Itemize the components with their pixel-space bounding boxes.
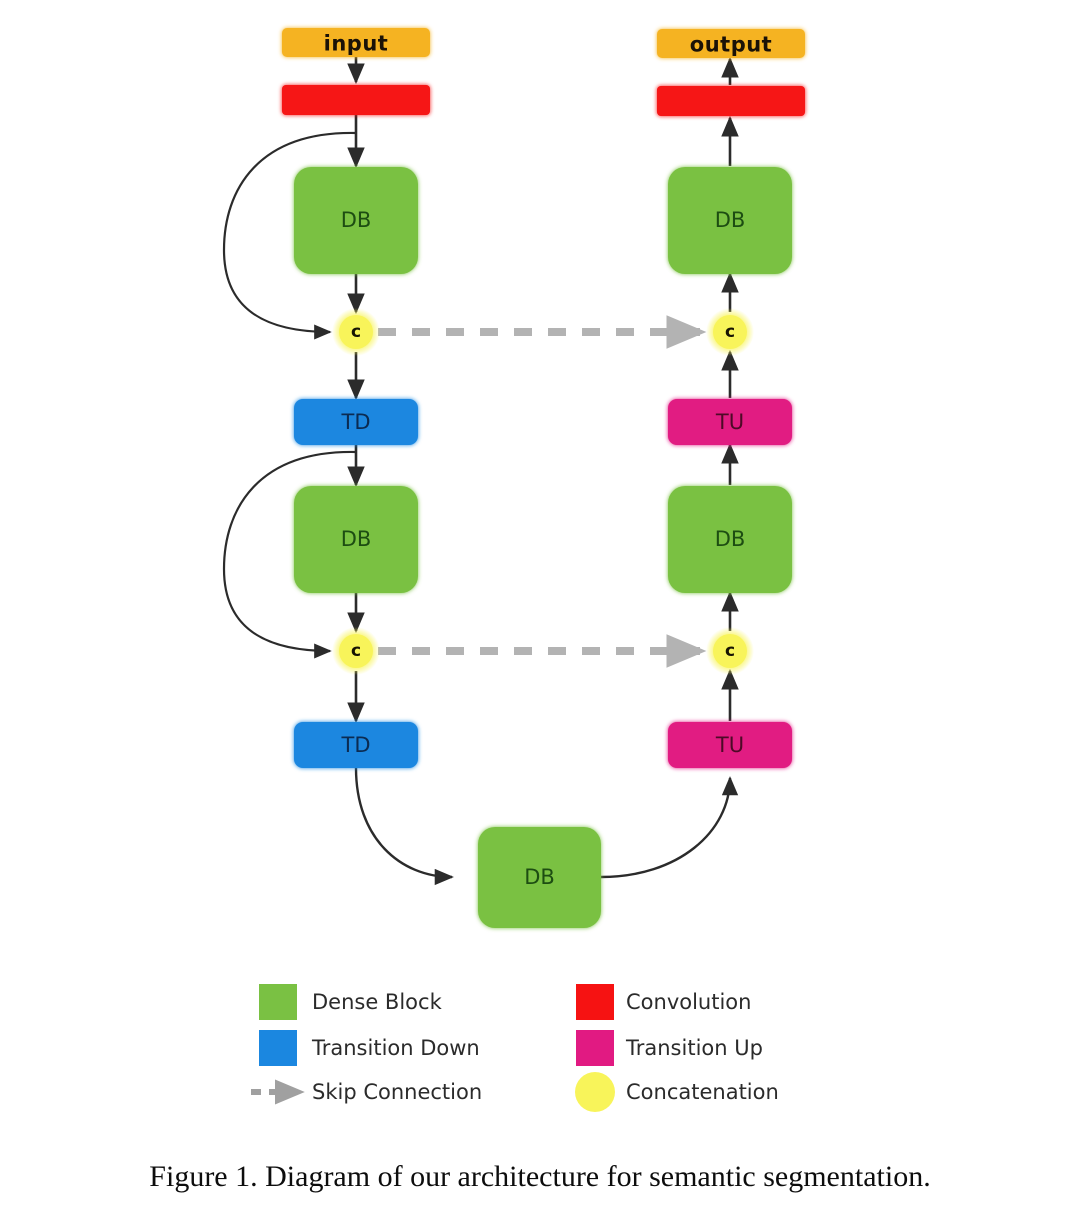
dense-block-box[interactable] — [294, 486, 418, 593]
dense-block-encoder-2[interactable]: DB — [294, 486, 418, 593]
input-node[interactable]: input — [282, 28, 430, 57]
legend-item-transition-up: Transition Up — [576, 1030, 763, 1066]
transition-down-box[interactable] — [294, 722, 418, 768]
concatenation-node-encoder-1[interactable]: c — [332, 308, 380, 356]
legend-label-transition-up: Transition Up — [625, 1036, 763, 1060]
transition-up-box[interactable] — [668, 722, 792, 768]
legend-label-dense-block: Dense Block — [312, 990, 443, 1014]
input-label: input — [324, 32, 389, 56]
output-node[interactable]: output — [657, 29, 805, 58]
concatenation-node-decoder-1[interactable]: c — [706, 308, 754, 356]
legend: Dense Block Transition Down Skip Connect… — [251, 984, 779, 1112]
dense-block-box[interactable] — [478, 827, 601, 928]
bottleneck-curve-group — [354, 767, 739, 886]
concatenation-label: c — [725, 641, 735, 661]
legend-label-concatenation: Concatenation — [626, 1080, 779, 1104]
dense-block-label: DB — [524, 865, 555, 889]
legend-item-skip-connection: Skip Connection — [251, 1079, 482, 1105]
concatenation-label: c — [351, 322, 361, 342]
transition-up-1[interactable]: TU — [668, 399, 792, 445]
output-box[interactable] — [657, 29, 805, 58]
curve-td2-to-bottleneck — [354, 767, 454, 886]
concatenation-circle[interactable] — [713, 634, 747, 668]
legend-swatch-transition-up — [576, 1030, 614, 1066]
transition-up-box[interactable] — [668, 399, 792, 445]
dense-block-decoder-2[interactable]: DB — [668, 486, 792, 593]
convolution-block-output[interactable] — [657, 86, 805, 116]
legend-item-transition-down: Transition Down — [259, 1030, 480, 1066]
concatenation-circle[interactable] — [713, 315, 747, 349]
concatenation-label: c — [351, 641, 361, 661]
skip-connection-group — [378, 315, 707, 668]
dense-block-label: DB — [341, 208, 372, 232]
legend-swatch-convolution — [576, 984, 614, 1020]
transition-down-2[interactable]: TD — [294, 722, 418, 768]
bypass-arc-2 — [222, 450, 357, 659]
legend-swatch-dense-block — [259, 984, 297, 1020]
figure-caption: Figure 1. Diagram of our architecture fo… — [149, 1160, 931, 1193]
legend-item-convolution: Convolution — [576, 984, 751, 1020]
concatenation-circle[interactable] — [339, 315, 373, 349]
architecture-diagram: input DB c TD DB c TD — [222, 28, 805, 1112]
concatenation-node-decoder-2[interactable]: c — [706, 627, 754, 675]
output-label: output — [690, 33, 772, 57]
dense-block-bottleneck[interactable]: DB — [478, 827, 601, 928]
bypass-arc-group — [222, 131, 357, 659]
transition-down-label: TD — [341, 410, 371, 434]
legend-label-transition-down: Transition Down — [311, 1036, 480, 1060]
dense-block-box[interactable] — [294, 167, 418, 274]
legend-label-convolution: Convolution — [626, 990, 751, 1014]
concatenation-label: c — [725, 322, 735, 342]
transition-up-label: TU — [715, 733, 744, 757]
dense-block-label: DB — [715, 527, 746, 551]
curve-bottleneck-to-tu2 — [600, 776, 739, 879]
convolution-block-input[interactable] — [282, 85, 430, 115]
transition-up-label: TU — [715, 410, 744, 434]
dense-block-decoder-1[interactable]: DB — [668, 167, 792, 274]
transition-up-2[interactable]: TU — [668, 722, 792, 768]
concatenation-circle[interactable] — [339, 634, 373, 668]
transition-down-1[interactable]: TD — [294, 399, 418, 445]
legend-item-concatenation: Concatenation — [575, 1072, 779, 1112]
dense-block-label: DB — [341, 527, 372, 551]
dense-block-encoder-1[interactable]: DB — [294, 167, 418, 274]
legend-item-dense-block: Dense Block — [259, 984, 443, 1020]
dense-block-box[interactable] — [668, 167, 792, 274]
legend-label-skip-connection: Skip Connection — [312, 1080, 482, 1104]
dense-block-box[interactable] — [668, 486, 792, 593]
dense-block-label: DB — [715, 208, 746, 232]
input-box[interactable] — [282, 28, 430, 57]
transition-down-label: TD — [341, 733, 371, 757]
legend-swatch-concatenation — [575, 1072, 615, 1112]
legend-swatch-transition-down — [259, 1030, 297, 1066]
concatenation-node-encoder-2[interactable]: c — [332, 627, 380, 675]
transition-down-box[interactable] — [294, 399, 418, 445]
bypass-arc-1 — [222, 131, 357, 340]
